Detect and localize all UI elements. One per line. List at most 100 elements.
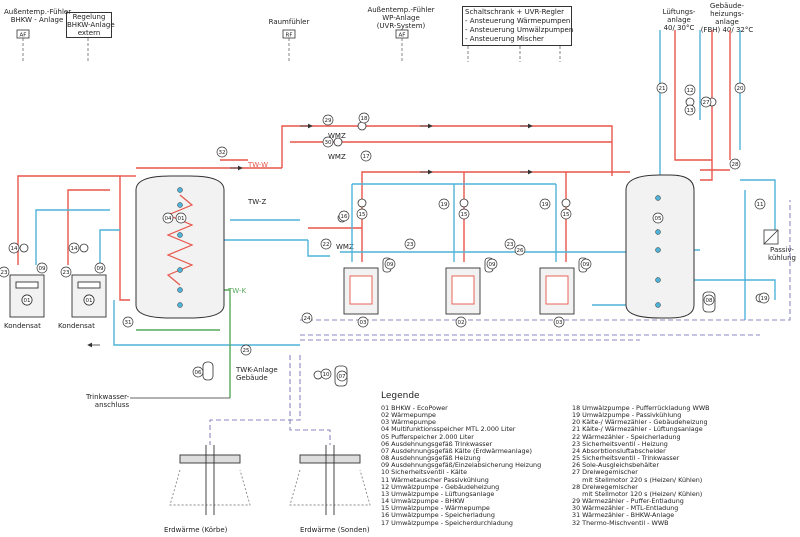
wmz-label-3: WMZ bbox=[336, 243, 354, 251]
component-badge-number: 22 bbox=[323, 242, 330, 248]
component-badge-number: 32 bbox=[219, 150, 226, 156]
building-heating-label: Gebäude- heizungs- anlage (FBH) 40/ 32°C bbox=[700, 2, 754, 34]
component-badge-number: 30 bbox=[325, 140, 332, 146]
passive-cooling-label: Passiv- kühlung bbox=[768, 246, 796, 262]
passive-cooling-exchanger bbox=[763, 229, 779, 245]
component-badge-number: 26 bbox=[517, 248, 524, 254]
component-badge-number: 10 bbox=[323, 372, 330, 378]
component-badge-number: 18 bbox=[361, 116, 368, 122]
component-badge-14: 14 bbox=[8, 242, 20, 254]
component-badge-01: 01 bbox=[83, 294, 95, 306]
component-badge-number: 16 bbox=[341, 214, 348, 220]
component-badge-number: 27 bbox=[703, 100, 710, 106]
component-badge-number: 09 bbox=[489, 262, 496, 268]
component-badge-number: 05 bbox=[655, 216, 662, 222]
heat-pump-3 bbox=[539, 267, 575, 315]
ground-loop-pipes bbox=[209, 200, 791, 445]
component-badge-30: 30 bbox=[322, 136, 334, 148]
component-badge-number: 07 bbox=[339, 374, 346, 380]
component-badge-04: 04 bbox=[162, 212, 174, 224]
legend-title: Legende bbox=[381, 391, 420, 401]
component-badge-number: 11 bbox=[757, 202, 764, 208]
af-tag-bhkw-text: AF bbox=[20, 33, 27, 39]
legend-item: 05 Pufferspeicher 2.000 Liter bbox=[381, 432, 474, 441]
condensate-label-1: Kondensat bbox=[4, 322, 41, 330]
component-badge-number: 03 bbox=[556, 320, 563, 326]
component-badge-17: 17 bbox=[360, 150, 372, 162]
legend-item: 14 Umwälzpumpe - BHKW bbox=[381, 497, 465, 506]
earth-baskets-label: Erdwärme (Körbe) bbox=[164, 526, 228, 534]
component-badge-10: 10 bbox=[320, 368, 332, 380]
component-badge-number: 23 bbox=[407, 242, 414, 248]
component-badge-25: 25 bbox=[240, 344, 252, 356]
component-badge-03: 03 bbox=[553, 316, 565, 328]
legend-item: 12 Umwälzpumpe - Gebäudeheizung bbox=[381, 482, 500, 491]
flow-arrows bbox=[87, 123, 533, 348]
legend-item: 03 Wärmepumpe bbox=[381, 418, 436, 427]
component-badge-24: 24 bbox=[301, 312, 313, 324]
component-badge-number: 23 bbox=[507, 242, 514, 248]
component-badge-number: 14 bbox=[11, 246, 18, 252]
component-badge-12: 12 bbox=[684, 84, 696, 96]
component-badge-number: 19 bbox=[761, 296, 768, 302]
component-badge-15: 15 bbox=[458, 208, 470, 220]
component-badge-number: 04 bbox=[165, 216, 172, 222]
component-badge-number: 20 bbox=[737, 86, 744, 92]
legend-item: 11 Wärmetauscher Passivkühlung bbox=[381, 475, 489, 484]
component-badge-09: 09 bbox=[36, 262, 48, 274]
component-badge-19: 19 bbox=[438, 198, 450, 210]
component-badge-number: 31 bbox=[125, 320, 132, 326]
component-badge-09: 09 bbox=[486, 258, 498, 270]
control-cabinet-label: Schaltschrank + UVR-Regler - Ansteuerung… bbox=[462, 6, 573, 46]
component-badge-29: 29 bbox=[322, 114, 334, 126]
component-badge-23: 23 bbox=[0, 266, 10, 278]
component-badge-number: 09 bbox=[583, 262, 590, 268]
legend-item: 02 Wärmepumpe bbox=[381, 411, 436, 420]
wmz-label-1: WMZ bbox=[328, 132, 346, 140]
legend-item: 06 Ausdehnungsgefäß Trinkwasser bbox=[381, 439, 493, 448]
component-badge-07: 07 bbox=[336, 370, 348, 382]
legend-item: 20 Kälte-/ Wärmezähler - Gebäudeheizung bbox=[572, 418, 708, 427]
ventilation-system-label: Lüftungs- anlage 40/ 30°C bbox=[662, 8, 696, 32]
component-badge-26: 26 bbox=[514, 244, 526, 256]
component-badge-11: 11 bbox=[754, 198, 766, 210]
component-badge-20: 20 bbox=[734, 82, 746, 94]
legend-item: 28 Dreiwegemischer bbox=[572, 482, 638, 491]
component-badge-09: 09 bbox=[94, 262, 106, 274]
component-badge-number: 01 bbox=[178, 216, 185, 222]
component-badge-02: 02 bbox=[455, 316, 467, 328]
legend-item: 31 Wärmezähler - BHKW-Anlage bbox=[572, 511, 675, 520]
component-badge-number: 28 bbox=[732, 162, 739, 168]
component-badge-19: 19 bbox=[539, 198, 551, 210]
component-badge-number: 19 bbox=[542, 202, 549, 208]
legend-item: 32 Thermo-Mischventil - WWB bbox=[572, 518, 669, 527]
component-badge-number: 24 bbox=[304, 316, 311, 322]
bhkw-unit-1 bbox=[9, 274, 45, 318]
component-badge-number: 06 bbox=[195, 370, 202, 376]
component-badge-number: 09 bbox=[97, 266, 104, 272]
component-badge-23: 23 bbox=[504, 238, 516, 250]
sensor-tags bbox=[16, 29, 409, 39]
buffer-tank-ports bbox=[655, 195, 661, 308]
wmz-label-2: WMZ bbox=[328, 153, 346, 161]
component-badge-15: 15 bbox=[560, 208, 572, 220]
buffer-tank bbox=[625, 174, 695, 319]
component-badge-23: 23 bbox=[404, 238, 416, 250]
component-badge-number: 01 bbox=[24, 298, 31, 304]
hot-pipes bbox=[17, 30, 731, 301]
legend-item: 22 Wärmezähler - Speicherladung bbox=[572, 432, 681, 441]
component-badge-09: 09 bbox=[580, 258, 592, 270]
tw-k-label: TW-K bbox=[228, 287, 247, 295]
component-badge-number: 29 bbox=[325, 118, 332, 124]
component-badge-01: 01 bbox=[175, 212, 187, 224]
component-badge-08: 08 bbox=[703, 294, 715, 306]
component-badge-22: 22 bbox=[320, 238, 332, 250]
legend-item: 24 Absorbtionsluftabscheider bbox=[572, 446, 666, 455]
component-badge-01: 01 bbox=[21, 294, 33, 306]
legend-item: 17 Umwälzpumpe - Speicherdurchladung bbox=[381, 518, 513, 527]
heat-pump-2 bbox=[445, 267, 481, 315]
earth-baskets bbox=[169, 445, 251, 515]
